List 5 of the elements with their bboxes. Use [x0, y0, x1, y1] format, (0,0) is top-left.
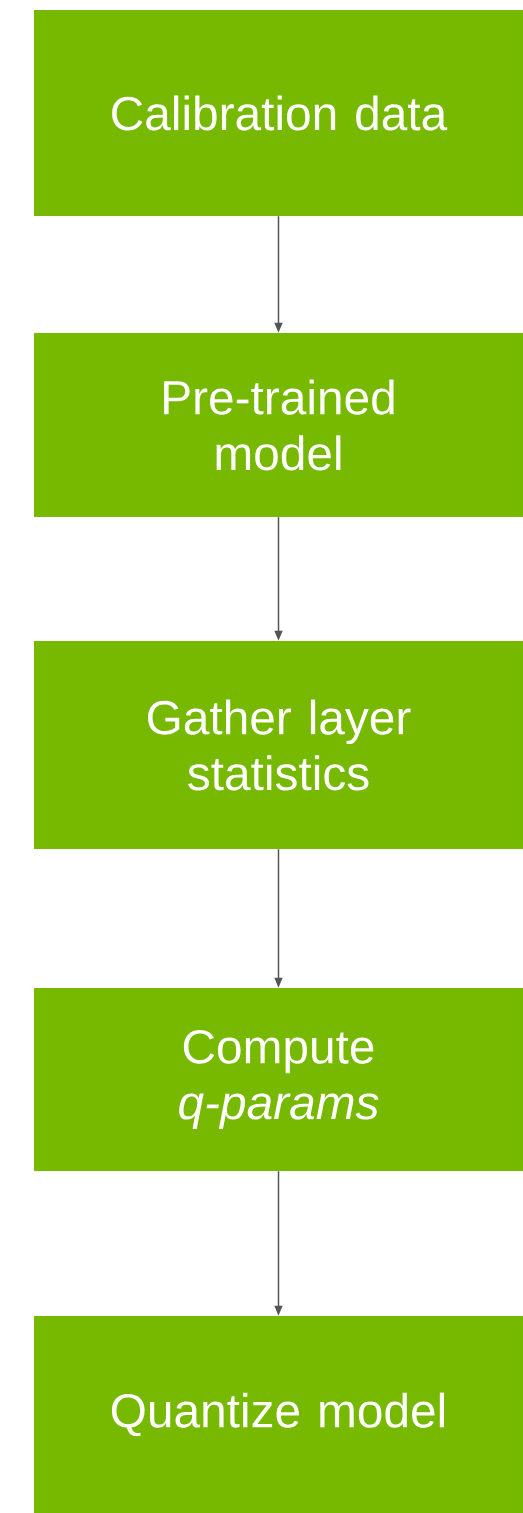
- process-box: Quantize model: [34, 1316, 523, 1513]
- process-box: Calibration data: [34, 10, 523, 216]
- process-box: Compute q-params: [34, 988, 523, 1171]
- process-box: Gather layer statistics: [34, 641, 523, 849]
- process-box: Pre-trained model: [34, 333, 523, 517]
